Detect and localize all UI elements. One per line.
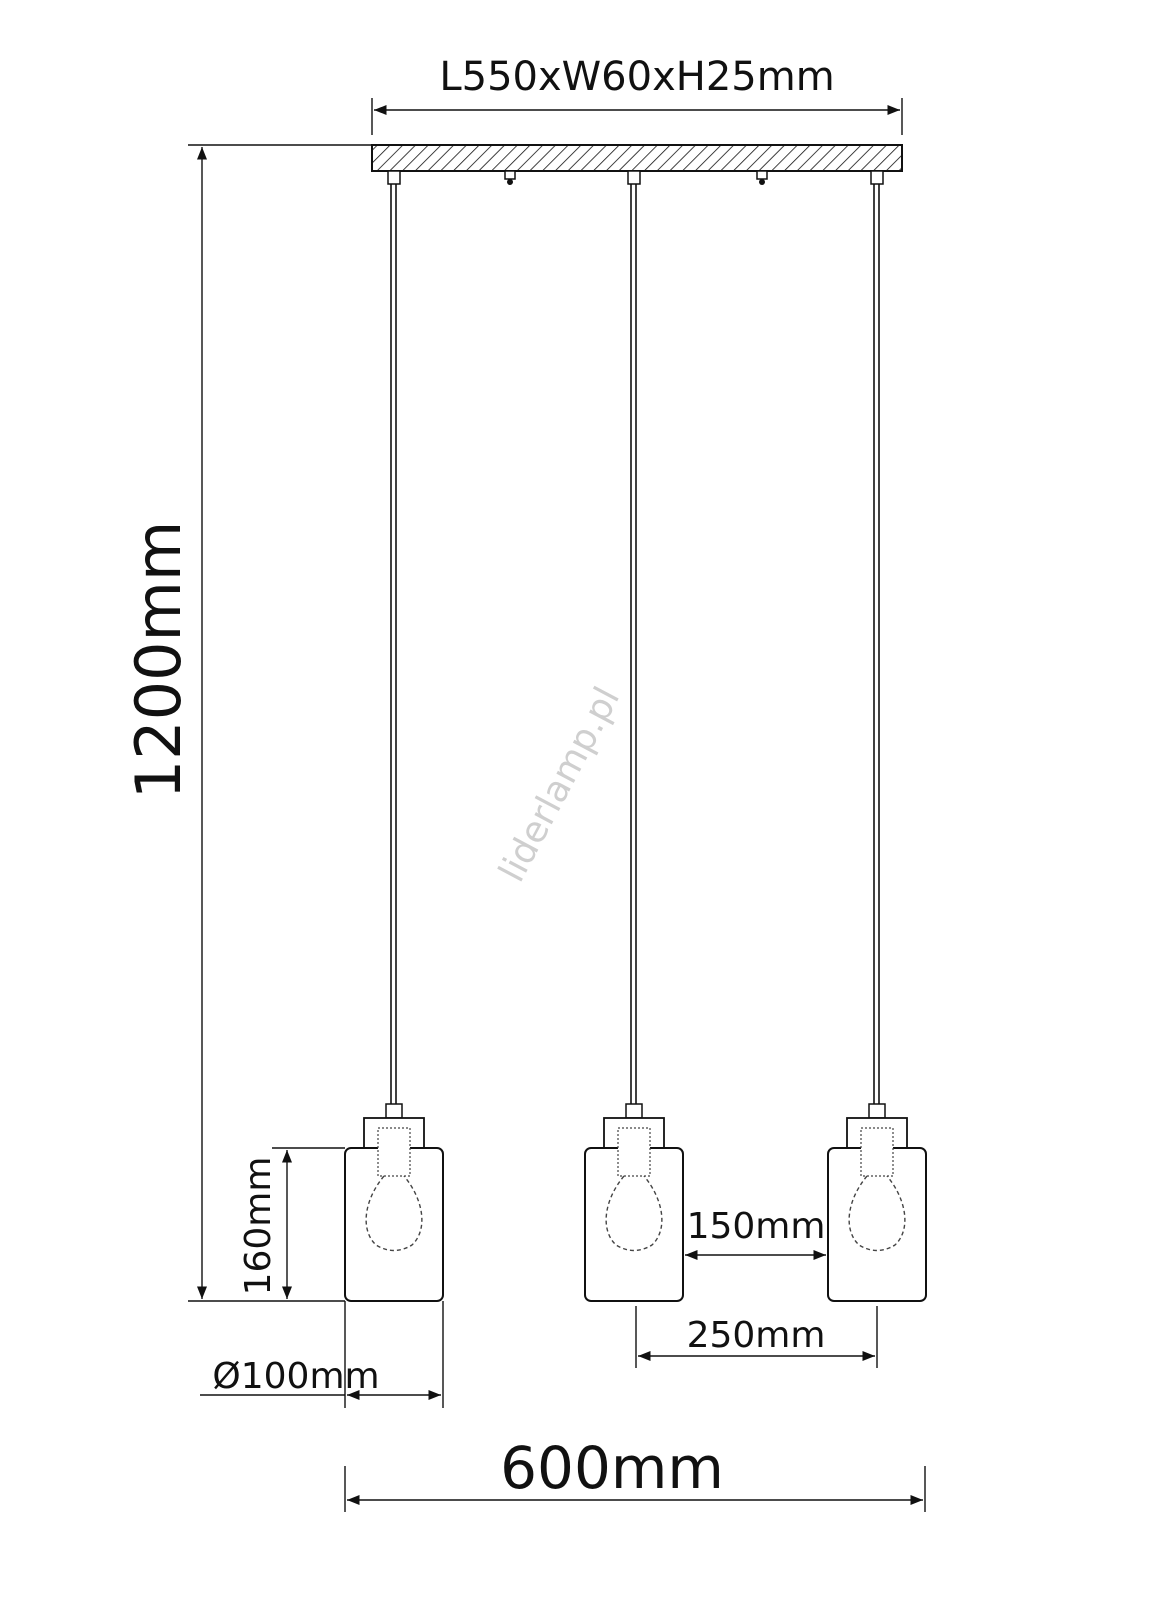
suspension-cords	[390, 184, 880, 1104]
height-dimension	[188, 144, 372, 1302]
shade-diameter-label: Ø100mm	[212, 1356, 379, 1397]
shade-spacing-dimension	[635, 1306, 878, 1368]
watermark-text: liderlamp.pl	[491, 680, 628, 888]
total-width-label: 600mm	[500, 1434, 724, 1502]
canopy-screw-right	[756, 170, 768, 185]
lamp-shade-center	[584, 1103, 684, 1302]
canopy-dimension	[371, 98, 903, 135]
lamp-shade-right	[827, 1103, 927, 1302]
cord-grip-right	[870, 170, 884, 185]
shade-height-label: 160mm	[238, 1157, 279, 1296]
canopy-dimension-label: L550xW60xH25mm	[439, 54, 834, 100]
total-width-dimension	[344, 1466, 926, 1512]
cord-grip-center	[627, 170, 641, 185]
lamp-shade-left	[344, 1103, 444, 1302]
shade-spacing-label: 250mm	[687, 1315, 826, 1356]
shade-gap-label: 150mm	[687, 1206, 826, 1247]
height-dimension-label: 1200mm	[122, 521, 195, 800]
ceiling-canopy	[371, 144, 903, 185]
shade-diameter-dimension	[200, 1301, 444, 1408]
cord-grip-left	[387, 170, 401, 185]
canopy-screw-left	[504, 170, 516, 185]
shade-height-dimension	[272, 1147, 345, 1299]
